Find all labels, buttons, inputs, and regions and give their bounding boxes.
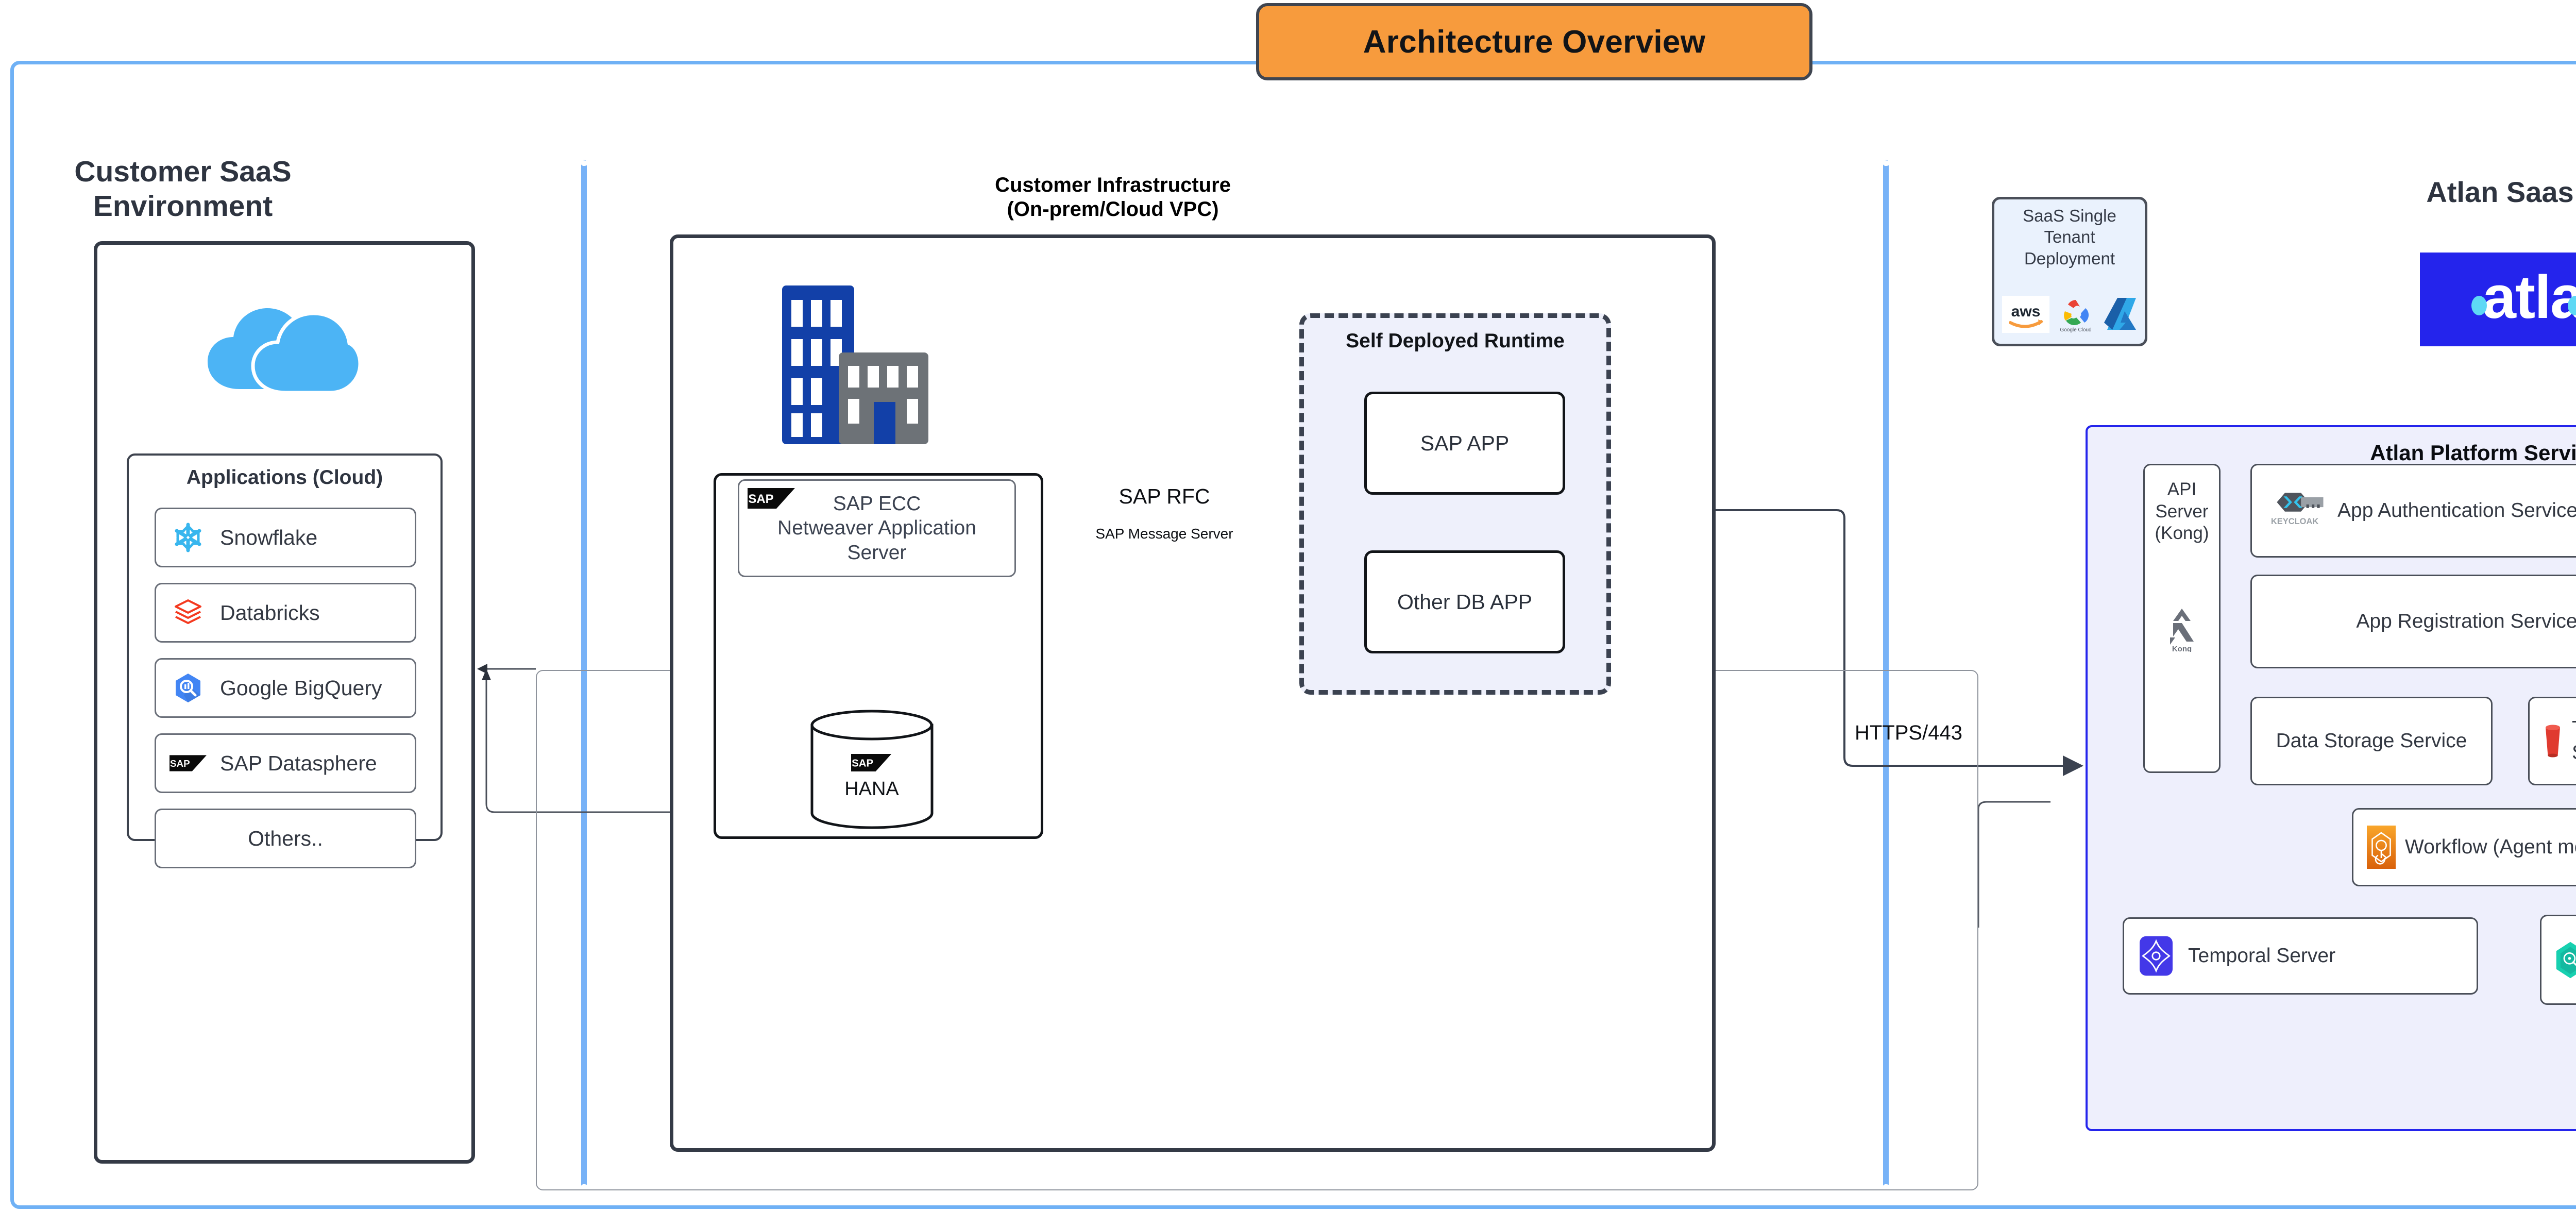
snowflake-icon xyxy=(170,519,207,556)
app-authentication-service-node[interactable]: KEYCLOAK App Authentication Service xyxy=(2250,464,2576,558)
tenant-storage-node[interactable]: Tenant Storage xyxy=(2528,697,2576,785)
svg-text:SAP: SAP xyxy=(748,492,773,506)
azure-logo-icon xyxy=(2104,298,2136,330)
data-storage-service-label: Data Storage Service xyxy=(2276,729,2467,752)
svg-text:aws: aws xyxy=(2011,303,2041,320)
app-registration-service-label: App Registration Service xyxy=(2356,610,2576,632)
bigquery-icon xyxy=(170,669,207,707)
saas-tenant-line3: Deployment xyxy=(2024,248,2115,268)
kong-icon: Kong xyxy=(2170,609,2194,652)
atlan-saas-tenant-title: Atlan Saas Tenant xyxy=(2426,176,2576,208)
app-registration-service-node[interactable]: App Registration Service xyxy=(2250,575,2576,668)
other-db-app-label: Other DB APP xyxy=(1397,590,1533,614)
self-deployed-runtime-title: Self Deployed Runtime xyxy=(1346,330,1565,352)
atlan-wordmark: atlan xyxy=(2471,268,2576,330)
saas-tenant-line1: SaaS Single xyxy=(2023,206,2116,225)
workflow-agent-mode-node[interactable]: Workflow (Agent mode) xyxy=(2352,808,2576,886)
office-building-icon xyxy=(782,285,928,444)
sap-ecc-line2: Netweaver Application xyxy=(777,517,976,540)
aws-logo-icon: aws xyxy=(2002,296,2049,333)
app-label: Snowflake xyxy=(220,525,318,549)
google-cloud-logo-icon: Google Cloud xyxy=(2060,300,2092,333)
sap-logo-icon: SAP xyxy=(170,745,207,782)
app-item-databricks[interactable]: Databricks xyxy=(155,583,416,643)
svg-text:Google Cloud: Google Cloud xyxy=(2060,327,2091,333)
app-label: Others.. xyxy=(248,826,323,850)
app-label: Google BigQuery xyxy=(220,676,382,700)
sap-ecc-line1: SAP ECC xyxy=(833,492,921,515)
customer-saas-environment-title: Customer SaaS Environment xyxy=(72,155,294,224)
tenant-storage-line1: Tenant xyxy=(2572,717,2576,741)
svg-text:SAP: SAP xyxy=(170,758,190,769)
saas-tenant-line2: Tenant xyxy=(2044,227,2095,247)
app-authentication-service-label: App Authentication Service xyxy=(2337,499,2576,522)
svg-text:Kong: Kong xyxy=(2172,645,2192,652)
sap-ecc-netweaver-node[interactable]: SAP SAP ECC Netweaver Application Server xyxy=(738,479,1016,577)
s3-bucket-icon xyxy=(2542,723,2564,759)
customer-infrastructure-title: Customer Infrastructure (On-prem/Cloud V… xyxy=(907,173,1319,222)
sap-app-label: SAP APP xyxy=(1420,431,1510,455)
app-label: SAP Datasphere xyxy=(220,751,377,775)
cloud-icon xyxy=(208,308,362,395)
title-text: Architecture Overview xyxy=(1363,24,1706,60)
architecture-overview-title: Architecture Overview xyxy=(1256,3,1812,80)
sap-app-node[interactable]: SAP APP xyxy=(1364,392,1565,495)
hana-label: HANA xyxy=(844,778,899,800)
app-label: Databricks xyxy=(220,600,320,625)
app-item-google-bigquery[interactable]: Google BigQuery xyxy=(155,658,416,718)
hana-database-cylinder[interactable]: SAP HANA xyxy=(809,709,935,830)
svg-text:SAP: SAP xyxy=(852,758,873,769)
atlan-metastore-icon xyxy=(2554,939,2576,981)
data-storage-service-node[interactable]: Data Storage Service xyxy=(2250,697,2493,785)
svg-text:atlan: atlan xyxy=(2482,268,2576,330)
temporal-icon xyxy=(2140,935,2173,977)
app-item-snowflake[interactable]: Snowflake xyxy=(155,508,416,567)
atlan-metastore-node[interactable]: Atlan Metastore xyxy=(2540,915,2576,1005)
databricks-icon xyxy=(170,594,207,631)
keycloak-icon: KEYCLOAK xyxy=(2272,490,2325,531)
tenant-storage-label: Tenant Storage xyxy=(2572,717,2576,765)
api-server-line2: Server xyxy=(2155,501,2209,522)
https-443-label: HTTPS/443 xyxy=(1855,721,1962,744)
api-server-kong-node[interactable]: API Server (Kong) Kong xyxy=(2143,464,2221,773)
customer-saas-title-line2: Environment xyxy=(93,190,273,223)
sap-logo-icon: SAP xyxy=(748,488,795,509)
api-server-line1: API xyxy=(2167,479,2197,499)
argo-workflow-icon xyxy=(2367,825,2396,870)
atlan-platform-services-title: Atlan Platform Services xyxy=(2370,441,2576,465)
app-item-sap-datasphere[interactable]: SAP SAP Datasphere xyxy=(155,733,416,793)
customer-infra-title-line2: (On-prem/Cloud VPC) xyxy=(1007,198,1219,221)
workflow-agent-mode-label: Workflow (Agent mode) xyxy=(2405,835,2576,858)
customer-infra-title-line1: Customer Infrastructure xyxy=(995,174,1231,196)
temporal-server-label: Temporal Server xyxy=(2188,944,2336,967)
saas-tenant-deployment-text: SaaS Single Tenant Deployment xyxy=(1992,205,2147,269)
tenant-storage-line2: Storage xyxy=(2572,741,2576,765)
app-item-others[interactable]: Others.. xyxy=(155,809,416,868)
atlan-logo: atlan xyxy=(2420,253,2576,346)
other-db-app-node[interactable]: Other DB APP xyxy=(1364,550,1565,653)
customer-saas-title-line1: Customer SaaS xyxy=(74,155,292,188)
applications-cloud-header: Applications (Cloud) xyxy=(186,466,383,489)
sap-rfc-label: SAP RFC xyxy=(1118,484,1210,508)
cloud-provider-logos: aws Google Cloud xyxy=(1999,289,2142,340)
svg-text:KEYCLOAK: KEYCLOAK xyxy=(2272,517,2318,526)
api-server-line3: (Kong) xyxy=(2155,523,2209,544)
temporal-server-node[interactable]: Temporal Server xyxy=(2123,917,2478,995)
sap-message-server-label: SAP Message Server xyxy=(1095,526,1233,542)
sap-ecc-line3: Server xyxy=(847,541,907,564)
